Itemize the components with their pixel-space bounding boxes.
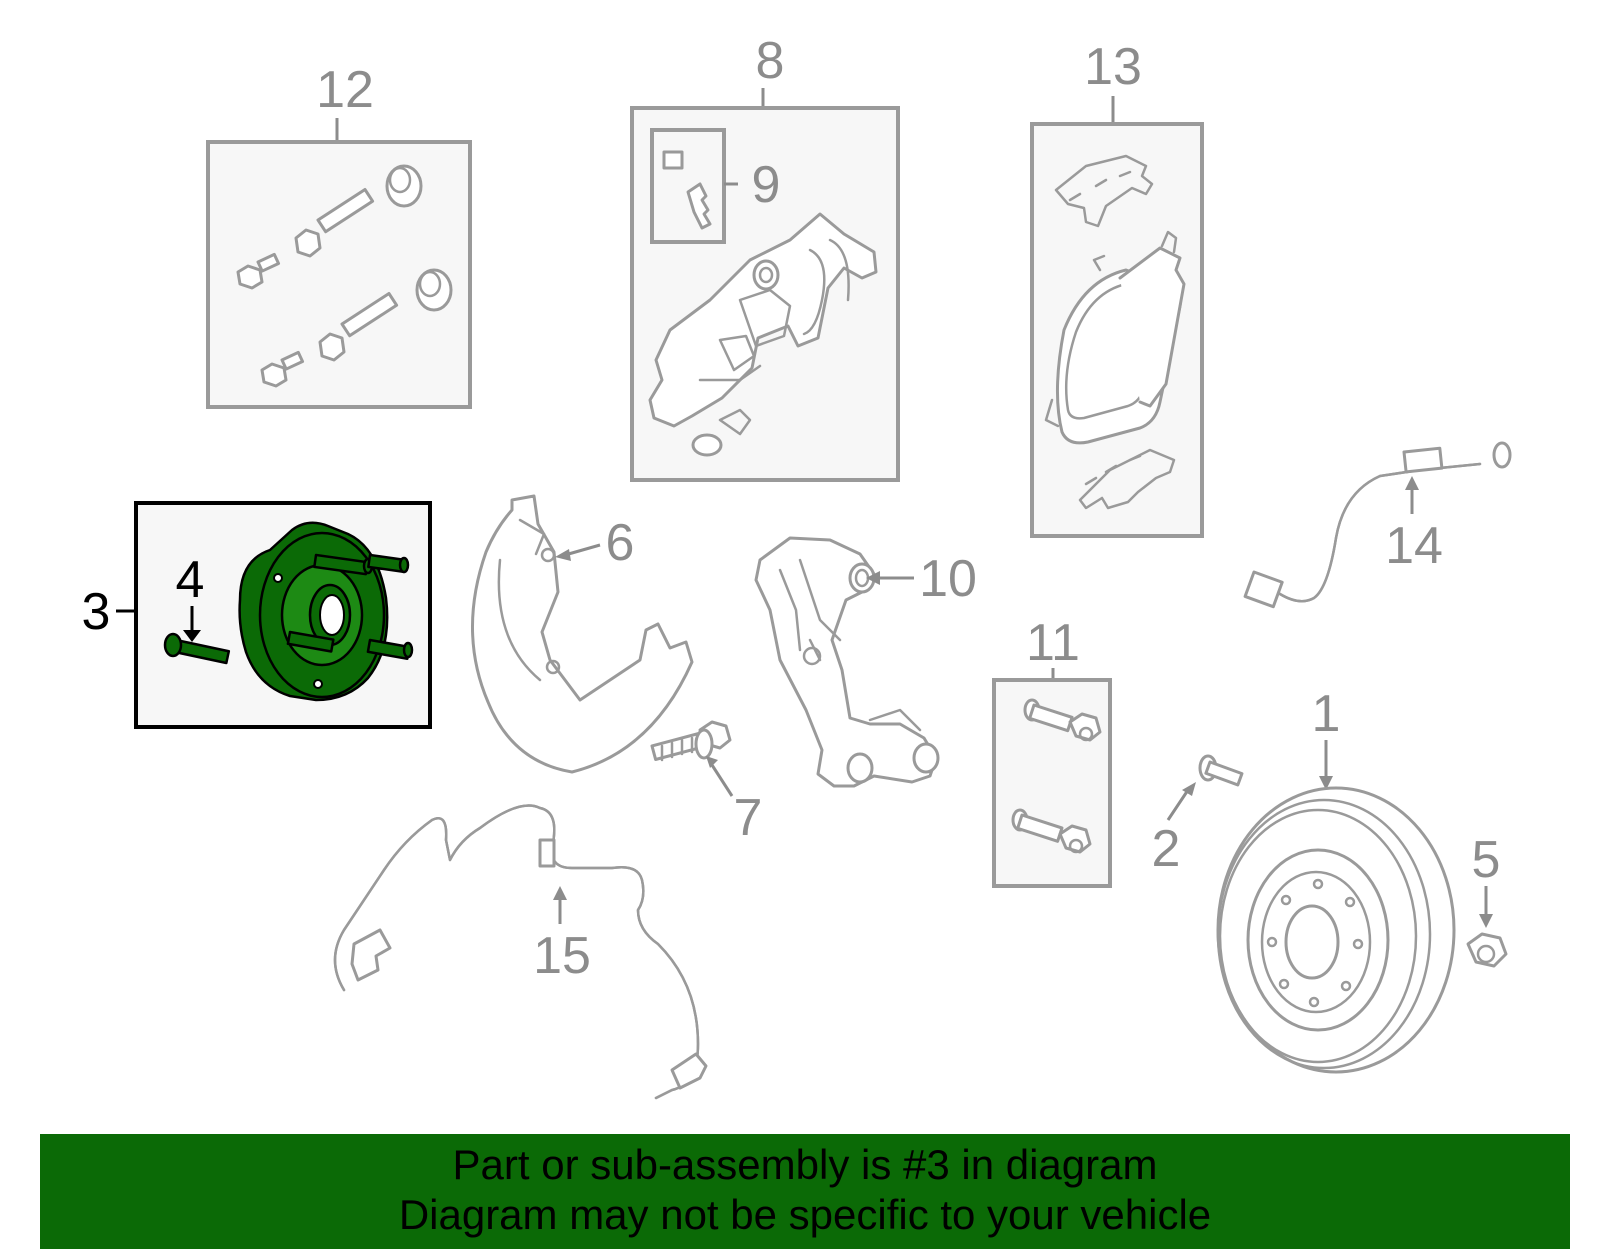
callout-5: 5 [1472, 831, 1501, 889]
leader-6 [564, 543, 601, 557]
callout-8: 8 [756, 32, 785, 90]
wheel-stud [163, 632, 231, 665]
rotor-center-bore [1284, 904, 1340, 980]
part-group-3-hub-assembly[interactable]: 3 4 [82, 501, 432, 729]
part-group-13[interactable]: 13 [1030, 38, 1204, 538]
brake-pad [1044, 230, 1186, 445]
brake-caliper [648, 212, 878, 457]
sensor-connector [350, 928, 392, 982]
arrow-4 [183, 630, 201, 642]
callout-9: 9 [752, 156, 781, 214]
callout-6: 6 [606, 514, 635, 572]
callout-2: 2 [1152, 820, 1181, 878]
part-5-lug-nut[interactable]: 5 [1466, 831, 1508, 968]
callout-15: 15 [533, 927, 591, 985]
bracket-bolt-upper [1023, 698, 1102, 742]
guide-bolt-upper [236, 164, 423, 290]
callout-12: 12 [316, 61, 374, 119]
callout-7: 7 [734, 789, 763, 847]
part-10-caliper-bracket[interactable]: 10 [754, 536, 977, 788]
callout-13: 13 [1084, 38, 1142, 96]
leader-2 [1166, 789, 1190, 821]
guide-bolt-lower [260, 268, 453, 388]
callout-10: 10 [919, 550, 977, 608]
shield-outline [471, 494, 694, 774]
kit-box-9 [650, 128, 726, 244]
banner-line-2: Diagram may not be specific to your vehi… [398, 1191, 1212, 1238]
wheel-hub-bearing [238, 521, 414, 702]
callout-4: 4 [176, 551, 205, 609]
part-14-brake-hose[interactable]: 14 [1243, 441, 1512, 609]
banner-line-1: Part or sub-assembly is #3 in diagram [452, 1141, 1158, 1188]
pad-clip-lower [1078, 448, 1176, 510]
callout-11: 11 [1026, 614, 1080, 672]
bleeder-cap [662, 150, 684, 170]
pad-clip-upper [1054, 154, 1154, 228]
callout-1: 1 [1312, 685, 1341, 743]
sensor-head [670, 1052, 708, 1090]
callout-3: 3 [82, 583, 111, 641]
part-15-abs-sensor[interactable]: 15 [333, 804, 708, 1100]
leader-7 [710, 764, 734, 797]
part-7-shield-bolt[interactable]: 7 [650, 720, 763, 847]
callout-14: 14 [1385, 517, 1443, 575]
info-banner: Part or sub-assembly is #3 in diagram Di… [40, 1134, 1570, 1249]
bleeder-screw [686, 182, 712, 230]
part-2-rotor-screw[interactable]: 2 [1152, 754, 1244, 878]
part-group-11[interactable]: 11 [992, 614, 1112, 888]
part-1-brake-rotor[interactable]: 1 [1216, 685, 1456, 1074]
hose-end-fitting [1243, 570, 1284, 609]
part-group-12[interactable]: 12 [206, 61, 472, 409]
part-6-dust-shield[interactable]: 6 [471, 494, 694, 774]
part-group-8[interactable]: 8 9 [630, 32, 900, 482]
bracket-bolt-lower [1011, 808, 1092, 854]
rotor-stud-holes [1266, 878, 1364, 1008]
